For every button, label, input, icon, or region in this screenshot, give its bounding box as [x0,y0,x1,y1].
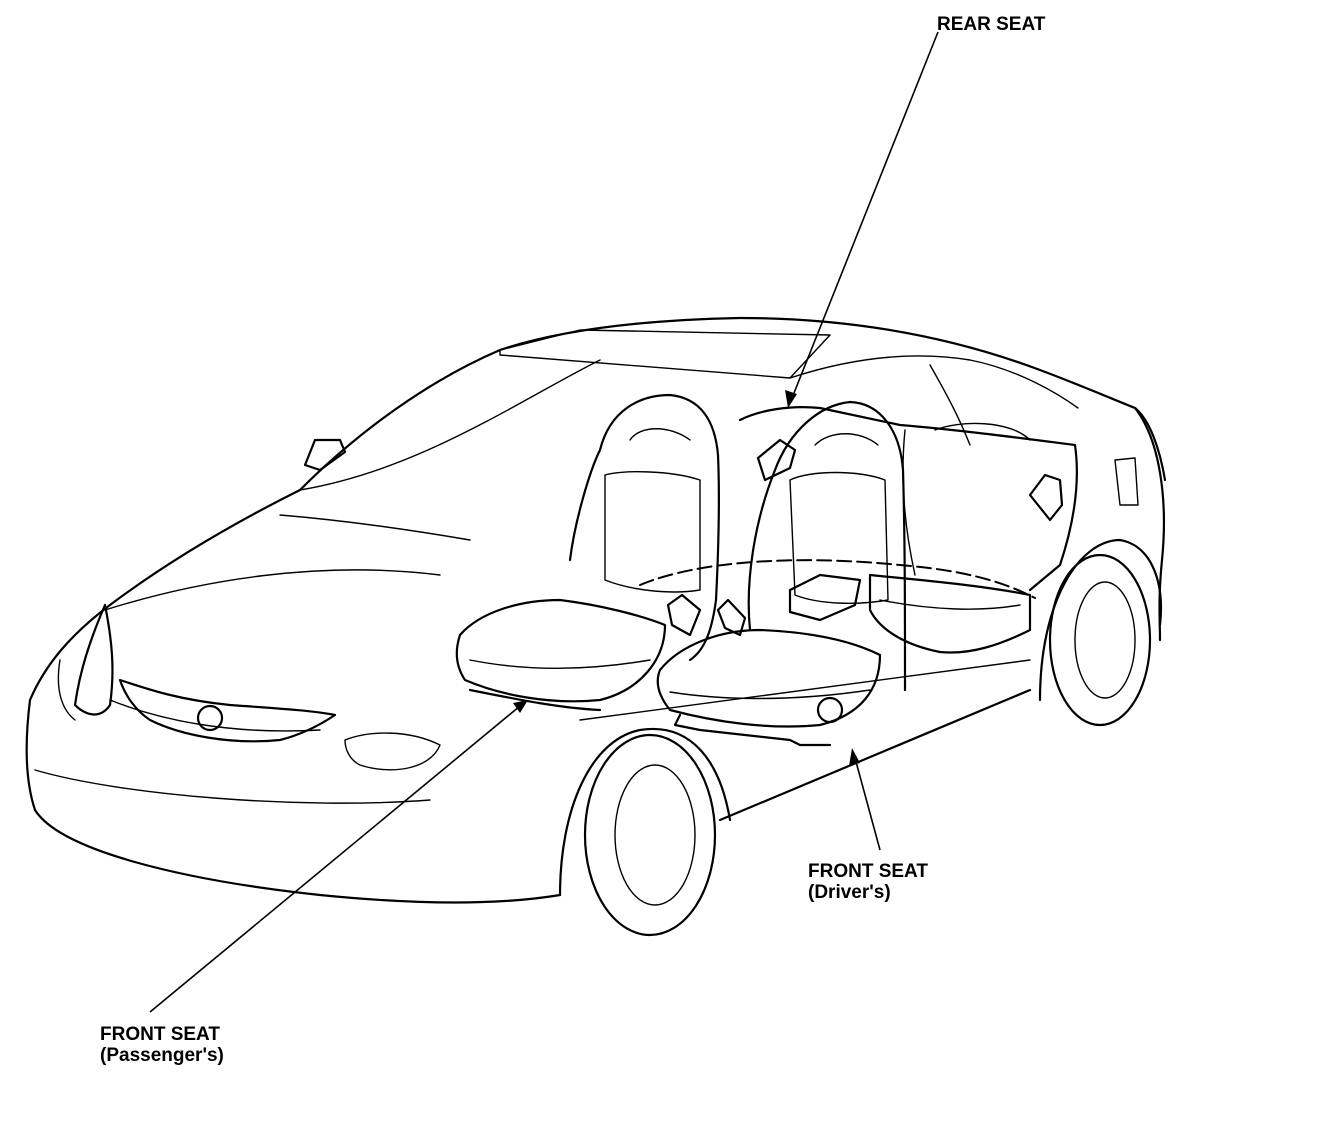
front-seat-driver-drawing [656,400,907,747]
passenger-seat-arrowhead [513,700,528,713]
driver-seatback-panel [789,471,889,604]
headlight [73,603,114,716]
rear-wheel-inner [1074,581,1136,699]
rear-belt-anchor-right [1028,473,1064,522]
bumper-lower-line [34,769,431,804]
floor-line [639,559,1036,599]
sunroof [499,329,831,379]
rear-seat-arrowhead [785,390,797,408]
driver-cushion [656,628,882,728]
passenger-cushion [455,598,667,703]
hood-crease-2 [104,569,441,611]
front-bumper [25,698,562,904]
rear-seat-cushion-line [879,599,1021,610]
hood-crease [279,514,471,541]
driver-seat-leader-line [854,757,881,851]
passenger-cushion-line [469,659,651,669]
side-sill-upper [579,659,1031,721]
callout-rear-seat: REAR SEAT [785,14,1046,408]
side-window [789,355,1079,409]
front-wheel-arch [558,727,732,897]
passenger-seat-label-line2: (Passenger's) [100,1045,224,1066]
bumper-inner-line [109,699,321,732]
driver-seat-rail [673,713,832,747]
driver-seat-arrowhead [849,748,860,766]
front-wheel-inner [614,764,696,906]
passenger-seatback [568,393,720,662]
rear-seat-leader-line [791,31,939,399]
grille [118,678,337,743]
driver-seat-label-line1: FRONT SEAT [808,861,928,882]
car-roof-outline [298,316,1167,492]
windshield [299,359,601,491]
rear-headrest [934,422,1031,441]
front-seat-passenger-drawing [455,393,720,712]
car-body [25,316,1167,937]
driver-adjust-knob [816,696,844,724]
fog-lamp [344,732,441,771]
driver-cushion-line [669,689,871,700]
rear-wheel-arch [1038,538,1162,702]
driver-seat-label-line2: (Driver's) [808,882,891,903]
passenger-headrest [629,428,691,441]
rear-seat-back [738,406,1078,592]
passenger-seat-leader-line [149,705,521,1013]
rear-seat [639,406,1078,654]
passenger-seat-label-line1: FRONT SEAT [100,1024,220,1045]
hood-edge [28,488,302,702]
center-console [788,573,862,622]
rear-side-marker [1114,457,1139,506]
passenger-recline-knob [666,593,702,637]
passenger-seatback-panel [604,471,701,593]
driver-headrest [814,433,879,446]
driver-recline-knob [716,598,747,637]
side-sill [718,688,1032,822]
rear-seat-cushion [868,573,1032,654]
rear-quarter [1133,406,1165,642]
side-mirror [303,438,347,472]
driver-seatback [747,400,907,692]
front-wheel-outer [583,733,717,937]
rear-wheel-outer [1048,553,1152,727]
passenger-seat-rail [468,688,602,712]
callout-front-seat-passenger: FRONT SEAT (Passenger's) [100,700,528,1066]
headlight-inner [57,659,76,721]
callout-front-seat-driver: FRONT SEAT (Driver's) [808,748,928,903]
rear-belt-anchor-left [756,438,797,482]
rear-seat-label: REAR SEAT [937,14,1046,35]
emblem [196,704,224,732]
c-pillar [929,364,971,446]
